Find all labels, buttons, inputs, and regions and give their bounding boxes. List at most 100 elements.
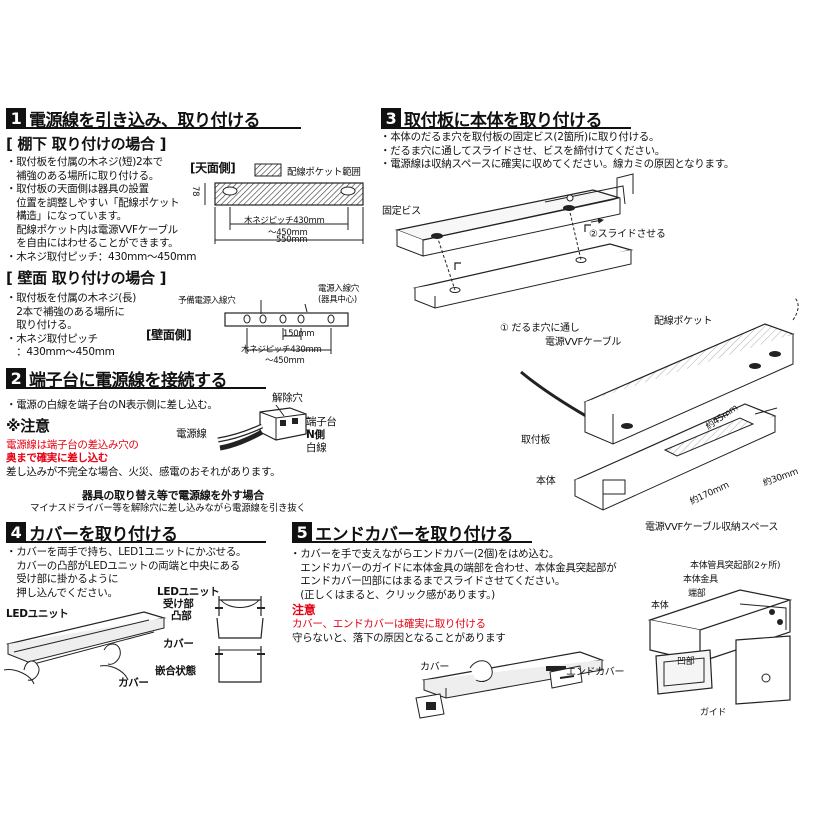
s2-caution-red-1: 電源線は端子台の差込み穴の (6, 439, 139, 451)
text-line: を自由にはわせることができます。 (6, 237, 179, 249)
cover-cross-section (215, 596, 265, 683)
section-5-title: 5 エンドカバーを取り付ける (292, 520, 514, 545)
dim-width: 550mm (276, 235, 308, 245)
text-line: ・取付板を付属の木ネジ(短)2本で (6, 156, 163, 168)
receiver-label: 受け部 (163, 598, 194, 610)
s2-instruction: ・電源の白線を端子台のN表示側に差し込む。 (6, 399, 218, 411)
section-divider (6, 127, 301, 129)
remove-text: マイナスドライバー等を解除穴に差し込みながら電源線を引き抜く (30, 503, 306, 514)
led-unit-label-2: LEDユニット (157, 586, 220, 598)
s5-caution-red: カバー、エンドカバーは確実に取り付ける (292, 618, 486, 630)
section-title-text: 取付板に本体を取り付ける (404, 111, 603, 131)
slide-label: ②スライドさせる (589, 229, 666, 240)
text-line: 配線ポケット内は電源VVFケーブル (6, 223, 178, 236)
text-line: (正しくはまると、クリック感があります。) (290, 588, 495, 601)
led-unit-label: LEDユニット (6, 608, 69, 620)
text-line: ・カバーを両手で持ち、LED1ユニットにかぶせる。 (6, 546, 247, 558)
ceiling-side-label: [天面側] (190, 161, 236, 175)
text-line: ・本体のだるま穴を取付板の固定ビス(2箇所)に取り付ける。 (380, 131, 660, 143)
entry-hole-label: 電源入線穴 (318, 284, 360, 294)
text-line: ・取付板を付属の木ネジ(長) (6, 292, 136, 304)
text-line: ・電源線は収納スペースに確実に収めてください。線カミの原因となります。 (380, 158, 735, 170)
text-line: 受け部に掛かるように (6, 573, 119, 585)
s2-caution-red-2: 奥まで確実に差し込む (6, 452, 108, 464)
text-line: エンドカバー凹部にはまるまでスライドさせてください。 (290, 575, 566, 587)
metal-label: 本体金具 (683, 575, 718, 585)
section-divider (6, 541, 266, 543)
text-line: 取り付ける。 (6, 319, 78, 331)
body-label: 本体 (536, 476, 556, 487)
pocket-legend-swatch (254, 163, 282, 177)
s5-cover-label: カバー (420, 662, 450, 673)
s5-endcover-label: エンドカバー (566, 667, 625, 678)
text-line: ・取付板の天面側は器具の設置 (6, 183, 149, 195)
mounting-diagram-top (394, 173, 634, 309)
dim-150: 150mm (283, 329, 315, 339)
convex-label: 凸部 (171, 610, 192, 622)
release-hole-label: 解除穴 (272, 392, 303, 404)
terminal-label: 端子台 (306, 416, 337, 428)
section-number: 5 (292, 522, 312, 543)
s5-caution-text: 守らないと、落下の原因となることがあります (292, 632, 506, 644)
endcover-detail-diagram (647, 589, 793, 705)
remove-heading: 器具の取り替え等で電源線を外す場合 (82, 489, 264, 502)
cable-label: 電源VVFケーブル (545, 337, 622, 348)
fixing-screw-label: 固定ビス (382, 206, 421, 217)
section-title-text: カバーを取り付ける (29, 525, 178, 545)
text-line: 構造」になっています。 (6, 210, 127, 222)
section-number: 3 (381, 108, 401, 129)
pocket-label: 配線ポケット (654, 316, 713, 327)
section-title-text: 電源線を引き込み、取り付ける (29, 111, 261, 131)
plate-label: 取付板 (521, 435, 551, 446)
wire-label: 電源線 (176, 428, 207, 440)
wall-instructions: ・取付板を付属の木ネジ(長) 2本で補強のある場所に 取り付ける。 ・木ネジ取付… (6, 292, 136, 360)
entry-hole-center-label: (器具中心) (318, 295, 357, 305)
text-line: 補強のある場所に取り付ける。 (6, 169, 159, 182)
section-1-title: 1 電源線を引き込み、取り付ける (6, 106, 261, 131)
n-side-label: N側 (306, 429, 325, 441)
section-number: 1 (6, 108, 26, 129)
text-line: 2本で補強のある場所に (6, 305, 125, 318)
section-number: 4 (6, 522, 26, 543)
cable-space-label: 電源VVFケーブル収納スペース (645, 522, 779, 533)
cover-fitting-diagram (3, 611, 167, 685)
section-number: 2 (6, 368, 26, 389)
section-3-title: 3 取付板に本体を取り付ける (381, 106, 603, 131)
dim-pitch: 木ネジピッチ430mm (244, 216, 325, 226)
s2-caution-head: ※注意 (6, 417, 50, 435)
text-line: ・木ネジ取付ピッチ：430mm～450mm (6, 250, 197, 263)
mounting-diagram-bottom (520, 297, 799, 511)
wall-side-label: [壁面側] (146, 328, 192, 342)
text-line: エンドカバーのガイドに本体金具の端部を合わせ、本体金具突起部が (290, 561, 617, 574)
text-line: ・だるま穴に通してスライドさせ、ビスを締付けてください。 (380, 144, 665, 157)
text-line: ・木ネジ取付ピッチ (6, 332, 98, 345)
text-line: 位置を調整しやすい「配線ポケット (6, 196, 180, 209)
cover-label-bottom: カバー (118, 677, 149, 689)
s2-caution-text: 差し込みが不完全な場合、火災、感電のおそれがあります。 (6, 466, 281, 478)
section-divider (292, 541, 532, 543)
section-divider (6, 387, 266, 389)
protrusion-label: 本体管具突起部(2ヶ所) (690, 561, 781, 571)
section-2-title: 2 端子台に電源線を接続する (6, 366, 228, 391)
s5-caution-head: 注意 (292, 603, 316, 617)
section-4-title: 4 カバーを取り付ける (6, 520, 178, 545)
recess-label: 凹部 (677, 657, 695, 667)
wall-heading: [ 壁面 取り付けの場合 ] (6, 269, 167, 287)
s4-instructions: ・カバーを両手で持ち、LED1ユニットにかぶせる。 カバーの凸部がLEDユニット… (6, 546, 247, 600)
wall-plate-diagram (224, 300, 349, 354)
spare-hole-label: 予備電源入線穴 (178, 296, 236, 306)
dim-pitch-range: ～450mm (268, 228, 308, 238)
cover-label: カバー (163, 638, 194, 650)
s5-instructions: ・カバーを手で支えながらエンドカバー(2個)をはめ込む。 エンドカバーのガイドに… (290, 548, 617, 602)
text-line: ：430mm～450mm (6, 346, 115, 358)
section-title-text: 端子台に電源線を接続する (29, 371, 228, 391)
wall-dim-pitch: 木ネジピッチ430mm (241, 345, 322, 355)
through-hole-label: ① だるま穴に通し (500, 323, 580, 334)
section-divider (381, 127, 631, 129)
dim-height: 78 (190, 186, 200, 197)
guide-label: ガイド (700, 708, 727, 718)
text-line: カバーの凸部がLEDユニットの両端と中央にある (6, 559, 240, 572)
ceiling-heading: [ 棚下 取り付けの場合 ] (6, 135, 167, 153)
section-title-text: エンドカバーを取り付ける (315, 525, 514, 545)
edge-label: 端部 (688, 589, 706, 599)
